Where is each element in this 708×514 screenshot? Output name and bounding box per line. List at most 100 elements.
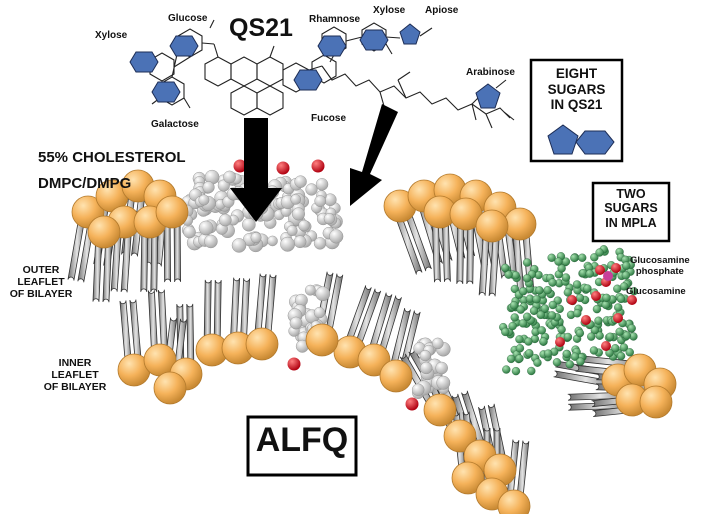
lipid-heads bbox=[71, 169, 677, 514]
qs21-title: QS21 bbox=[229, 14, 293, 42]
mpla-carbon-atom bbox=[592, 304, 602, 314]
lipid-tail bbox=[119, 300, 133, 372]
mpla-carbon-atom bbox=[539, 337, 548, 346]
mpla-carbon-atom bbox=[587, 332, 596, 341]
eight-sugars-line-3: IN QS21 bbox=[550, 97, 603, 113]
mpla-carbon-atom bbox=[515, 354, 524, 363]
mpla-carbon-atom bbox=[616, 351, 626, 361]
mpla-carbon-atom bbox=[523, 312, 532, 321]
cholesterol-atom bbox=[304, 284, 316, 296]
mpla-carbon-atom bbox=[575, 293, 585, 303]
cholesterol-atom bbox=[420, 361, 433, 375]
cholesterol-atom bbox=[298, 219, 310, 232]
lipid-headgroup bbox=[87, 215, 121, 249]
lipid-headgroup bbox=[443, 419, 477, 453]
cholesterol-atom bbox=[432, 337, 444, 350]
mpla-carbon-atom bbox=[627, 324, 636, 333]
lipid-tail bbox=[110, 221, 123, 292]
cholesterol-atom bbox=[267, 235, 278, 247]
mpla-carbon-atom bbox=[606, 332, 615, 341]
mpla-carbon-atom bbox=[575, 328, 585, 338]
arabinose-shape bbox=[475, 83, 501, 109]
mpla-oxygen-atom bbox=[555, 337, 565, 347]
xylose-left-shape bbox=[129, 51, 159, 73]
mpla-carbon-atom bbox=[573, 309, 582, 318]
mpla-carbon-atom bbox=[583, 284, 592, 293]
cholesterol-atom bbox=[293, 235, 307, 249]
mpla-oxygen-atom bbox=[567, 295, 577, 305]
lipid-tail bbox=[120, 221, 133, 293]
mpla-carbon-atom bbox=[557, 264, 566, 273]
cholesterol-atom bbox=[315, 178, 329, 191]
mpla-carbon-atom bbox=[518, 319, 528, 328]
lipid-tail bbox=[186, 303, 195, 375]
cholesterol-atom bbox=[291, 207, 305, 221]
label-rhamnose: Rhamnose bbox=[309, 14, 361, 25]
outer-leaflet-line-3: OF BILAYER bbox=[9, 288, 73, 301]
cholesterol-atom bbox=[289, 316, 303, 330]
inner-leaflet-line-3: OF BILAYER bbox=[43, 381, 107, 394]
mpla-carbon-atom bbox=[535, 286, 544, 295]
label-cholesterol: 55% CHOLESTEROL bbox=[38, 149, 186, 166]
two-sugars-line-2: SUGARS bbox=[604, 201, 658, 216]
cholesterol-atom bbox=[198, 220, 214, 236]
mpla-carbon-atom bbox=[527, 366, 536, 376]
mpla-carbon-atom bbox=[557, 325, 566, 334]
lipid-tail bbox=[341, 285, 372, 352]
mpla-carbon-atom bbox=[590, 253, 599, 262]
cholesterol-atom bbox=[436, 375, 451, 390]
lipid-tail bbox=[375, 295, 402, 363]
arrow-left bbox=[230, 118, 282, 222]
mpla-carbon-atom bbox=[515, 335, 524, 344]
mpla-oxygen-atom bbox=[627, 295, 637, 305]
inner-leaflet-line-2: LEAFLET bbox=[51, 369, 99, 382]
lipid-headgroup bbox=[153, 371, 187, 405]
lipid-headgroup bbox=[423, 393, 457, 427]
mpla-oxygen-atom bbox=[611, 263, 621, 273]
lipid-tail bbox=[147, 290, 159, 361]
mpla-carbon-atom bbox=[525, 349, 534, 358]
label-galactose: Galactose bbox=[151, 119, 199, 130]
cholesterol-atom bbox=[286, 225, 298, 237]
label-xylose-left: Xylose bbox=[95, 30, 128, 41]
lipid-headgroup bbox=[639, 385, 673, 419]
mpla-carbon-atom bbox=[547, 311, 557, 320]
eight-sugars-text: EIGHT SUGARS IN QS21 bbox=[531, 66, 622, 113]
cholesterol-atom bbox=[314, 195, 327, 207]
insertion-arrows bbox=[230, 104, 398, 222]
mpla-carbon-atom bbox=[619, 282, 629, 291]
mpla-carbon-atom bbox=[547, 253, 556, 262]
mpla-carbon-atom bbox=[544, 349, 553, 358]
two-sugars-text: TWO SUGARS IN MPLA bbox=[593, 187, 669, 230]
mpla-carbon-atom bbox=[578, 253, 587, 262]
mpla-oxygen-atom bbox=[595, 265, 605, 275]
mpla-carbon-atom bbox=[601, 300, 610, 310]
label-xylose-right: Xylose bbox=[373, 5, 406, 16]
cholesterol-atom bbox=[202, 181, 215, 194]
mpla-carbon-atom bbox=[589, 346, 599, 355]
mpla-molecule bbox=[499, 245, 639, 376]
lipid-headgroup bbox=[245, 327, 279, 361]
mpla-carbon-atom bbox=[562, 349, 571, 359]
mpla-carbon-atom bbox=[536, 310, 545, 320]
mpla-carbon-atom bbox=[611, 344, 620, 353]
lipid-tail bbox=[157, 289, 169, 361]
label-inner-leaflet: INNER LEAFLET OF BILAYER bbox=[42, 357, 108, 393]
cholesterol-atom bbox=[231, 238, 247, 253]
mpla-carbon-atom bbox=[625, 348, 634, 357]
galactose-shape bbox=[151, 81, 181, 103]
cholesterol-oxygen bbox=[311, 159, 325, 173]
lipid-tail bbox=[466, 213, 475, 285]
glucose-shape bbox=[169, 35, 199, 57]
cholesterol-atom bbox=[219, 213, 232, 227]
cholesterol-atom bbox=[315, 286, 331, 302]
outer-leaflet-line-2: LEAFLET bbox=[17, 276, 65, 289]
arrow-right bbox=[350, 104, 398, 206]
label-glucosamine: Glucosamine bbox=[626, 286, 686, 297]
label-glucose: Glucose bbox=[168, 13, 208, 24]
cholesterol-atom bbox=[280, 236, 295, 252]
lipid-tail bbox=[67, 210, 87, 281]
mpla-carbon-atom bbox=[595, 331, 604, 340]
cholesterol-clusters bbox=[180, 159, 451, 411]
lipid-headgroup bbox=[451, 461, 485, 495]
